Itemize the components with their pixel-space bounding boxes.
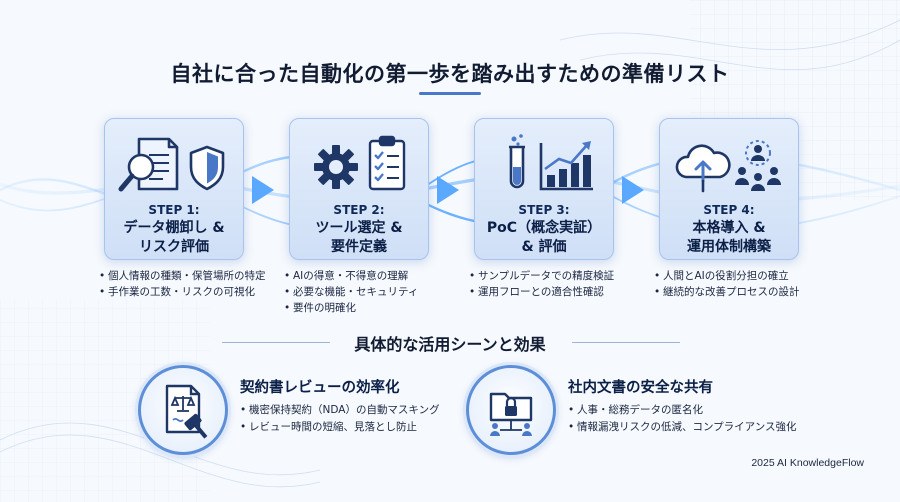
contract-gavel-icon	[165, 384, 208, 439]
use-case-title: 社内文書の安全な共有	[568, 380, 713, 396]
list-item: 機密保持契約（NDA）の自動マスキング	[240, 402, 560, 419]
step-3-bullets: サンプルデータでの精度検証 運用フローとの適合性確認	[469, 268, 639, 300]
step-name: ツール選定 & 要件定義	[290, 219, 428, 257]
use-case-title: 契約書レビューの効率化	[240, 380, 400, 396]
list-item: 要件の明確化	[284, 300, 454, 316]
step-name-line: データ棚卸し &	[123, 220, 225, 236]
list-item: AIの得意・不得意の理解	[284, 268, 454, 284]
step-name: PoC（概念実証） & 評価	[475, 219, 613, 257]
list-item: サンプルデータでの精度検証	[469, 268, 639, 284]
shield-icon	[189, 145, 225, 191]
step-name-line: & 評価	[521, 239, 567, 255]
list-item: 情報漏洩リスクの低減、コンプライアンス強化	[568, 419, 888, 436]
step-name-line: PoC（概念実証）	[486, 220, 602, 236]
list-item: 継続的な改善プロセスの設計	[654, 284, 824, 300]
list-item: レビュー時間の短縮、見落とし防止	[240, 419, 560, 436]
team-icon	[735, 140, 781, 191]
step-name: データ棚卸し & リスク評価	[105, 219, 243, 257]
checklist-icon	[368, 135, 406, 191]
gear-icon	[314, 145, 358, 189]
section-divider-left	[222, 342, 330, 343]
step-name-line: 本格導入 &	[692, 220, 766, 236]
use-case-icon-badge	[466, 365, 556, 455]
list-item: 運用フローとの適合性確認	[469, 284, 639, 300]
step-1-bullets: 個人情報の種類・保管場所の特定 手作業の工数・リスクの可視化	[99, 268, 269, 300]
step-label: STEP 4:	[703, 203, 755, 217]
list-item: 個人情報の種類・保管場所の特定	[99, 268, 269, 284]
list-item: 必要な機能・セキュリティ	[284, 284, 454, 300]
list-item: 人事・総務データの匿名化	[568, 402, 888, 419]
step-4-bullets: 人間とAIの役割分担の確立 継続的な改善プロセスの設計	[654, 268, 824, 300]
list-item: 人間とAIの役割分担の確立	[654, 268, 824, 284]
step-name-line: ツール選定 &	[315, 220, 403, 236]
section-divider-right	[572, 342, 680, 343]
step-card-2: STEP 2: ツール選定 & 要件定義	[289, 118, 429, 260]
step-name-line: リスク評価	[139, 239, 209, 255]
step-label: STEP 2:	[333, 203, 385, 217]
step-card-1: STEP 1: データ棚卸し & リスク評価	[104, 118, 244, 260]
step-card-4: STEP 4: 本格導入 & 運用体制構築	[659, 118, 799, 260]
step-name-line: 要件定義	[331, 239, 387, 255]
footer-copyright: 2025 AI KnowledgeFlow	[751, 457, 864, 469]
title-underline	[419, 92, 481, 95]
secure-folder-icon	[489, 392, 533, 436]
use-case-icon-badge	[138, 365, 228, 455]
use-case-2-bullets: 人事・総務データの匿名化 情報漏洩リスクの低減、コンプライアンス強化	[568, 402, 888, 436]
step-2-bullets: AIの得意・不得意の理解 必要な機能・セキュリティ 要件の明確化	[284, 268, 454, 316]
step-card-3: STEP 3: PoC（概念実証） & 評価	[474, 118, 614, 260]
use-case-1-bullets: 機密保持契約（NDA）の自動マスキング レビュー時間の短縮、見落とし防止	[240, 402, 560, 436]
page-title: 自社に合った自動化の第一歩を踏み出すための準備リスト	[170, 62, 730, 86]
step-name-line: 運用体制構築	[687, 239, 771, 255]
list-item: 手作業の工数・リスクの可視化	[99, 284, 269, 300]
document-search-icon	[118, 137, 179, 192]
growth-chart-icon	[539, 141, 593, 191]
section-title: 具体的な活用シーンと効果	[354, 335, 546, 354]
step-name: 本格導入 & 運用体制構築	[660, 219, 798, 257]
step-label: STEP 3:	[518, 203, 570, 217]
step-label: STEP 1:	[148, 203, 200, 217]
cloud-upload-icon	[675, 144, 731, 193]
test-tube-icon	[509, 134, 525, 189]
